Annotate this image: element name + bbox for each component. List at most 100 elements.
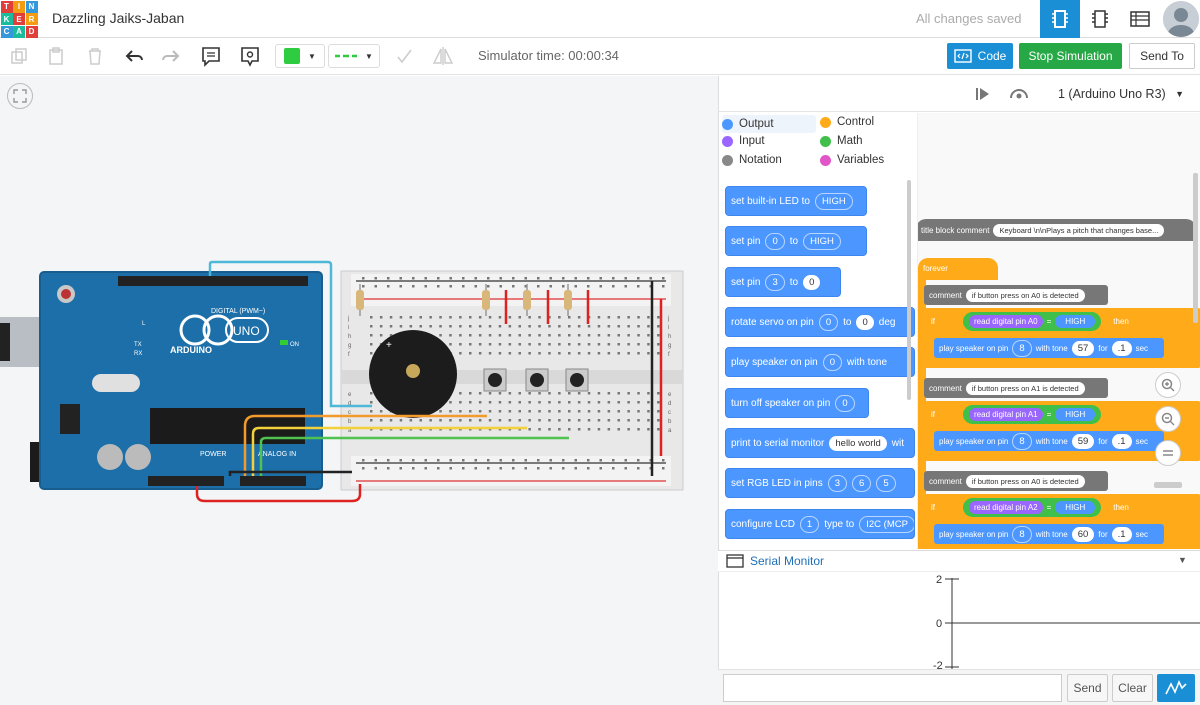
block-dropdown[interactable]: HIGH xyxy=(1055,500,1096,514)
serial-input[interactable] xyxy=(723,674,1062,702)
delete-button[interactable] xyxy=(84,44,106,68)
undo-button[interactable] xyxy=(123,44,145,68)
code-button[interactable]: Code xyxy=(947,43,1013,69)
block-input[interactable]: hello world xyxy=(829,435,887,451)
block-input[interactable]: 0 xyxy=(856,314,874,330)
redo-button[interactable] xyxy=(160,44,182,68)
category-output[interactable]: Output xyxy=(722,115,816,133)
block-dropdown[interactable]: A2 xyxy=(1027,502,1038,512)
read-digital-block[interactable]: read digital pin A0 xyxy=(969,314,1043,328)
zoom-in-button[interactable] xyxy=(1155,372,1181,398)
wire-style-picker[interactable]: ▼ xyxy=(328,44,380,68)
block-input[interactable]: .1 xyxy=(1111,340,1132,356)
workspace-scrollbar[interactable] xyxy=(1193,173,1198,323)
block-dropdown[interactable]: HIGH xyxy=(1055,407,1096,421)
block-input[interactable]: .1 xyxy=(1111,433,1132,449)
user-avatar[interactable] xyxy=(1163,1,1199,37)
category-variables[interactable]: Variables xyxy=(820,154,884,166)
serial-send-button[interactable]: Send xyxy=(1067,674,1108,702)
graph-toggle-button[interactable] xyxy=(1157,674,1195,702)
circuit-view-button[interactable] xyxy=(1040,0,1080,38)
tinkercad-logo[interactable]: T I N K E R C A D xyxy=(0,0,38,38)
block-dropdown[interactable]: A1 xyxy=(1027,409,1038,419)
color-picker[interactable]: ▼ xyxy=(275,44,325,68)
flip-button[interactable] xyxy=(431,44,455,68)
block-dropdown[interactable]: = xyxy=(1046,502,1052,512)
block-dropdown[interactable]: A0 xyxy=(1027,316,1038,326)
block-dropdown[interactable]: 5 xyxy=(876,474,896,492)
block-input[interactable]: .1 xyxy=(1111,526,1132,542)
block-dropdown[interactable]: 0 xyxy=(765,232,785,250)
serial-monitor-header[interactable] xyxy=(718,550,1200,572)
category-notation[interactable]: Notation xyxy=(722,154,782,166)
palette-scrollbar[interactable] xyxy=(907,180,911,400)
block-dropdown[interactable]: 3 xyxy=(765,273,785,291)
block-dropdown[interactable]: 0 xyxy=(835,394,855,412)
paste-button[interactable] xyxy=(45,44,67,68)
category-control[interactable]: Control xyxy=(820,116,874,128)
block-input[interactable]: if button press on A1 is detected xyxy=(965,381,1085,395)
trash-can-icon[interactable] xyxy=(1154,482,1182,488)
block-input[interactable]: 60 xyxy=(1071,526,1095,542)
category-input[interactable]: Input xyxy=(722,135,765,147)
block-input[interactable]: if button press on A0 is detected xyxy=(965,474,1085,488)
read-digital-block[interactable]: read digital pin A2 xyxy=(969,500,1043,514)
block-dropdown[interactable]: HIGH xyxy=(1055,314,1096,328)
block-dropdown[interactable]: 8 xyxy=(1012,339,1032,357)
block-dropdown[interactable]: 8 xyxy=(1012,432,1032,450)
step-button[interactable] xyxy=(974,86,994,104)
block-input[interactable]: if button press on A0 is detected xyxy=(965,288,1085,302)
block-input[interactable]: 57 xyxy=(1071,340,1095,356)
block-dropdown[interactable]: 6 xyxy=(852,474,872,492)
forever-block[interactable] xyxy=(918,258,998,280)
block-dropdown[interactable]: 3 xyxy=(827,474,848,492)
block-dropdown[interactable]: I2C (MCP xyxy=(859,515,914,533)
fit-view-button[interactable] xyxy=(7,83,33,109)
category-math[interactable]: Math xyxy=(820,135,863,147)
read-digital-block[interactable]: read digital pin A1 xyxy=(969,407,1043,421)
component-list-button[interactable] xyxy=(1120,0,1160,38)
compare-block[interactable]: read digital pin A0=HIGH xyxy=(963,311,1102,331)
annotate-button[interactable] xyxy=(238,44,262,68)
rotate-button[interactable] xyxy=(393,44,415,68)
block-dropdown[interactable]: 0 xyxy=(818,313,839,331)
compare-block[interactable]: read digital pin A2=HIGH xyxy=(963,497,1102,517)
block-input[interactable]: Keyboard \n\nPlays a pitch that changes … xyxy=(993,223,1165,237)
block-input[interactable]: 59 xyxy=(1071,433,1095,449)
block-input[interactable]: 0 xyxy=(803,274,821,290)
schematic-view-button[interactable] xyxy=(1080,0,1120,38)
debugger-button[interactable] xyxy=(1009,86,1031,104)
block-dropdown[interactable]: = xyxy=(1046,316,1052,326)
block-dropdown[interactable]: HIGH xyxy=(803,232,841,250)
block-dropdown[interactable]: 8 xyxy=(1012,525,1032,543)
zoom-out-button[interactable] xyxy=(1155,406,1181,432)
block-dropdown[interactable]: HIGH xyxy=(814,192,853,210)
compare-block[interactable]: read digital pin A1=HIGH xyxy=(963,404,1102,424)
block-dropdown[interactable]: 0 xyxy=(822,353,843,371)
chevron-down-icon[interactable]: ▼ xyxy=(1178,555,1187,565)
serial-clear-button[interactable]: Clear xyxy=(1112,674,1153,702)
device-select[interactable]: 1 (Arduino Uno R3) ▼ xyxy=(1046,80,1196,108)
copy-button[interactable] xyxy=(8,44,30,68)
notes-button[interactable] xyxy=(199,44,223,68)
send-to-button[interactable]: Send To xyxy=(1129,43,1195,69)
zoom-reset-button[interactable] xyxy=(1155,440,1181,466)
stop-simulation-button[interactable]: Stop Simulation xyxy=(1019,43,1122,69)
